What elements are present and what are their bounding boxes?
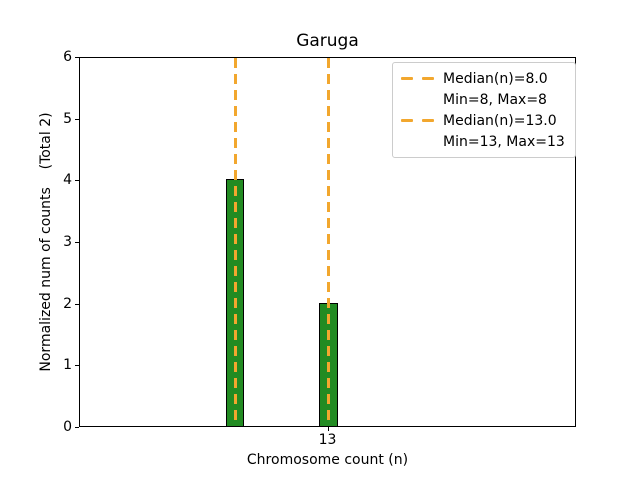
y-tick-label-3: 3 (63, 234, 72, 250)
y-tick-label-1: 1 (63, 357, 72, 374)
y-tick-mark-5 (75, 118, 79, 120)
y-tick-mark-1 (75, 365, 79, 367)
plot-area (79, 57, 576, 427)
legend-dash-segment (401, 119, 413, 122)
dashed-line-icon (401, 77, 434, 80)
median-line-n8 (233, 58, 237, 426)
y-tick-mark-6 (75, 57, 79, 58)
y-tick-label-0: 0 (63, 419, 72, 435)
dashed-line-icon (401, 119, 434, 122)
median-line-n13 (327, 58, 330, 426)
legend-dash-segment (422, 119, 434, 122)
y-tick-mark-3 (75, 242, 79, 243)
y-tick-mark-0 (75, 427, 79, 428)
y-tick-label-5: 5 (63, 110, 72, 127)
y-tick-label-2: 2 (63, 295, 72, 312)
legend-dash-segment (401, 77, 413, 80)
legend-label: Min=13, Max=13 (443, 133, 565, 150)
x-axis-label: Chromosome count (n) (246, 452, 409, 468)
y-tick-label-4: 4 (63, 172, 72, 189)
legend-label: Median(n)=13.0 (443, 112, 557, 129)
legend-entry: Median(n)=13.0 (401, 110, 565, 131)
x-tick-label-13: 13 (318, 432, 337, 448)
y-tick-mark-4 (75, 180, 79, 182)
legend-entry: Min=8, Max=8 (401, 89, 565, 110)
legend-entry: Median(n)=8.0 (401, 68, 565, 89)
legend-entry: Min=13, Max=13 (401, 131, 565, 152)
legend-label: Median(n)=8.0 (443, 70, 548, 87)
y-tick-mark-2 (75, 303, 79, 305)
x-tick-mark-13 (327, 427, 329, 431)
legend-dash-segment (422, 77, 434, 80)
chart-title: Garuga (296, 31, 359, 51)
y-tick-label-6: 6 (63, 49, 72, 65)
legend-label: Min=8, Max=8 (443, 91, 547, 108)
